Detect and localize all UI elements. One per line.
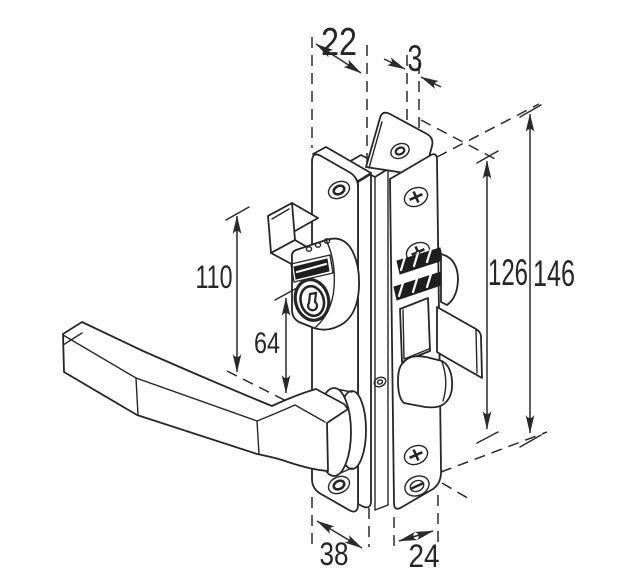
hub-arc — [440, 253, 459, 306]
slotted-screw-icon — [404, 475, 430, 497]
dim-label-24: 24 — [409, 538, 440, 574]
escutcheon-screw-hole-bottom — [327, 475, 351, 495]
latch-bolt — [397, 355, 454, 409]
keyway-icon — [306, 291, 319, 312]
lever-handle — [62, 321, 349, 472]
faceplate-top-tab — [365, 111, 434, 177]
dimension-22 — [315, 43, 362, 74]
dimension-146 — [519, 104, 542, 448]
case-screw-hole — [373, 376, 387, 388]
dimension-24 — [398, 530, 434, 542]
dim-label-64: 64 — [254, 327, 280, 360]
dimension-3 — [383, 57, 442, 89]
dimension-64 — [274, 287, 298, 394]
extension-lines — [226, 37, 548, 549]
faceplate-front — [389, 153, 442, 510]
dim-label-146: 146 — [533, 253, 575, 294]
deadbolt-cutout — [399, 297, 431, 363]
dim-label-3: 3 — [408, 38, 423, 79]
phillips-screw-icon — [403, 186, 429, 208]
dimension-126 — [476, 150, 499, 444]
deadbolt-extended — [436, 306, 483, 379]
dim-label-126: 126 — [488, 252, 528, 293]
dim-label-110: 110 — [196, 259, 233, 295]
serrated-bolt-stripes — [393, 247, 445, 301]
key-cylinder-face — [293, 278, 331, 322]
escutcheon-screw-hole-top — [327, 180, 351, 200]
faceplate — [365, 111, 483, 510]
cylinder-housing — [290, 237, 360, 331]
dim-label-22: 22 — [321, 21, 357, 64]
cylinder-label-slot — [290, 254, 334, 283]
dimension-110 — [225, 206, 250, 373]
tab-screw-hole — [390, 142, 410, 160]
dimension-38 — [316, 520, 363, 549]
phillips-screw-icon — [403, 444, 429, 466]
dim-label-38: 38 — [320, 536, 349, 572]
